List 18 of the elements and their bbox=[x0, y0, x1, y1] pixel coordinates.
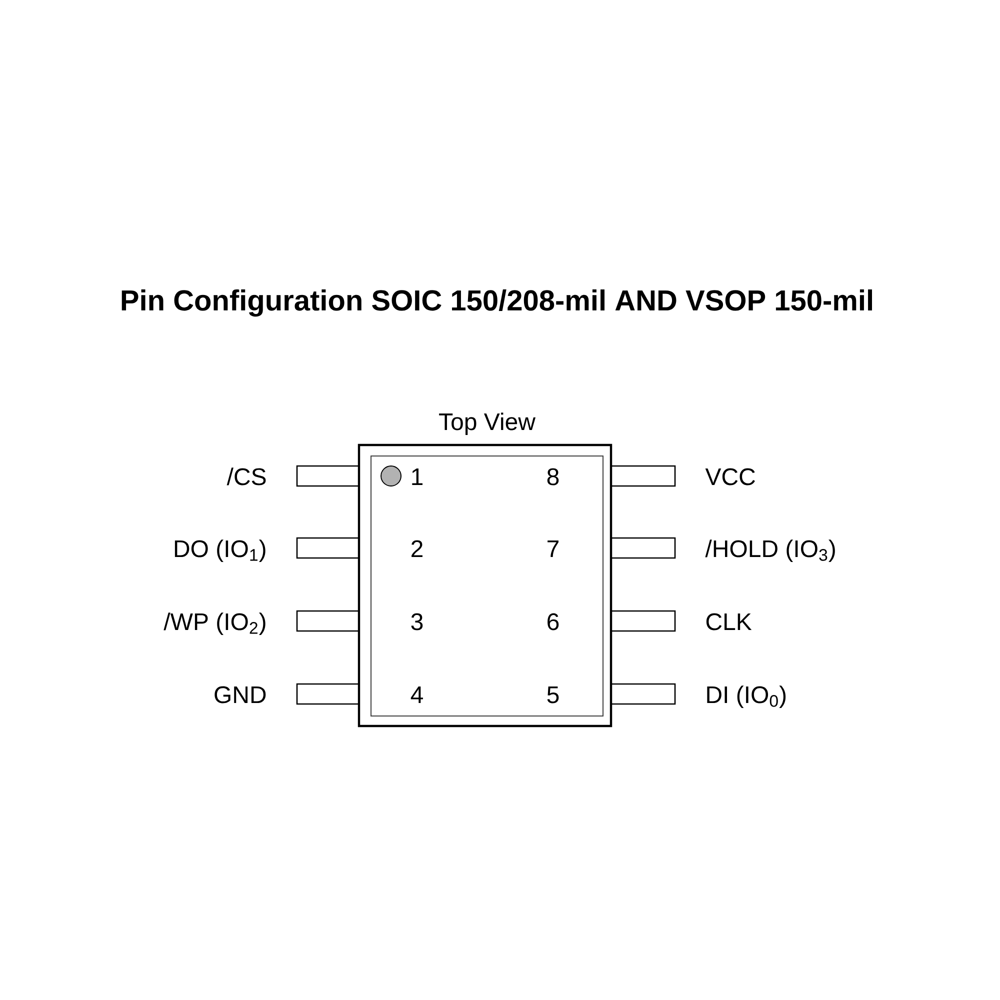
pin-number: 4 bbox=[410, 686, 423, 703]
pin-name: CLK bbox=[706, 613, 752, 630]
pin-name: GND bbox=[214, 686, 266, 704]
pin-name: /WP (IO$_{2}$) bbox=[164, 612, 266, 635]
pin-number: 8 bbox=[547, 468, 559, 486]
pin-number: 6 bbox=[548, 613, 559, 630]
pin-number: 2 bbox=[412, 540, 422, 557]
pin-number: 7 bbox=[548, 540, 558, 557]
pin-name: DI (IO$_{0}$) bbox=[707, 686, 786, 708]
pin-number: 1 bbox=[412, 468, 422, 485]
view-label: Top View bbox=[439, 412, 536, 435]
pin-name: /HOLD (IO$_{3}$) bbox=[705, 540, 835, 562]
pin-number: 3 bbox=[411, 613, 423, 630]
pin-name: VCC bbox=[705, 468, 755, 486]
pin-name: /CS bbox=[226, 468, 266, 486]
pin-name: DO (IO$_{1}$) bbox=[174, 540, 266, 562]
pin-number: 5 bbox=[547, 686, 559, 704]
title: Pin Configuration SOIC 150/208-mil AND VSOP 150-mil bbox=[122, 289, 872, 317]
